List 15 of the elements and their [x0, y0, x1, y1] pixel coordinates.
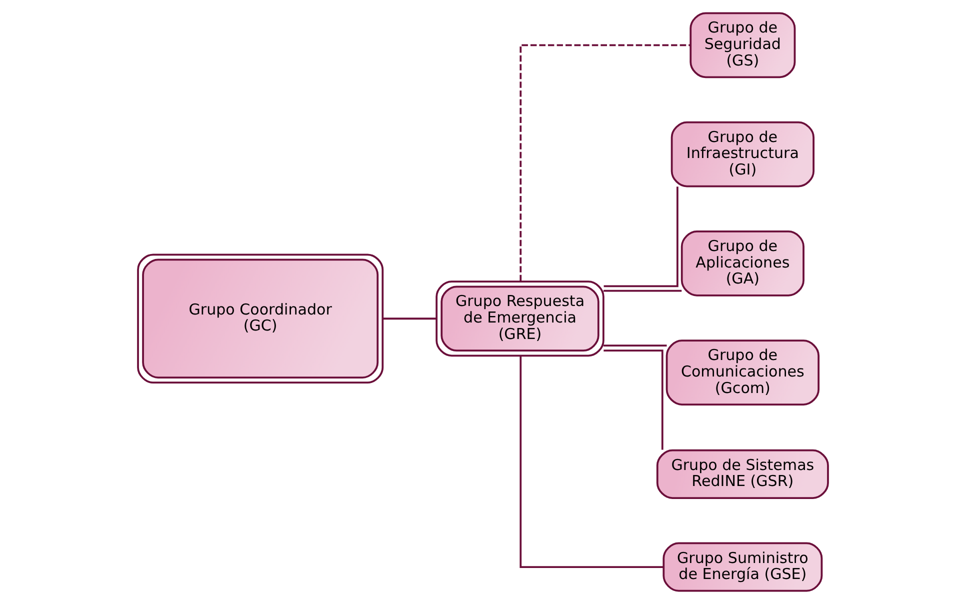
node-box: Grupo Coordinador (GC) [137, 254, 384, 384]
node-box: Grupo de Sistemas RedINE (GSR) [656, 449, 829, 499]
connector [520, 356, 664, 568]
connector [604, 290, 682, 292]
connector [604, 186, 678, 288]
connector [604, 344, 667, 347]
node-box: Grupo Respuesta de Emergencia (GRE) [436, 280, 604, 357]
connector [382, 318, 436, 320]
node-box: Grupo de Seguridad (GS) [690, 12, 796, 78]
connector [520, 44, 690, 282]
node-box: Grupo Suministro de Energía (GSE) [662, 542, 823, 592]
node-box: Grupo de Comunicaciones (Gcom) [666, 340, 820, 406]
node-box: Grupo de Infraestructura (GI) [670, 121, 814, 188]
connector [604, 350, 664, 450]
node-box: Grupo de Aplicaciones (GA) [680, 230, 804, 296]
